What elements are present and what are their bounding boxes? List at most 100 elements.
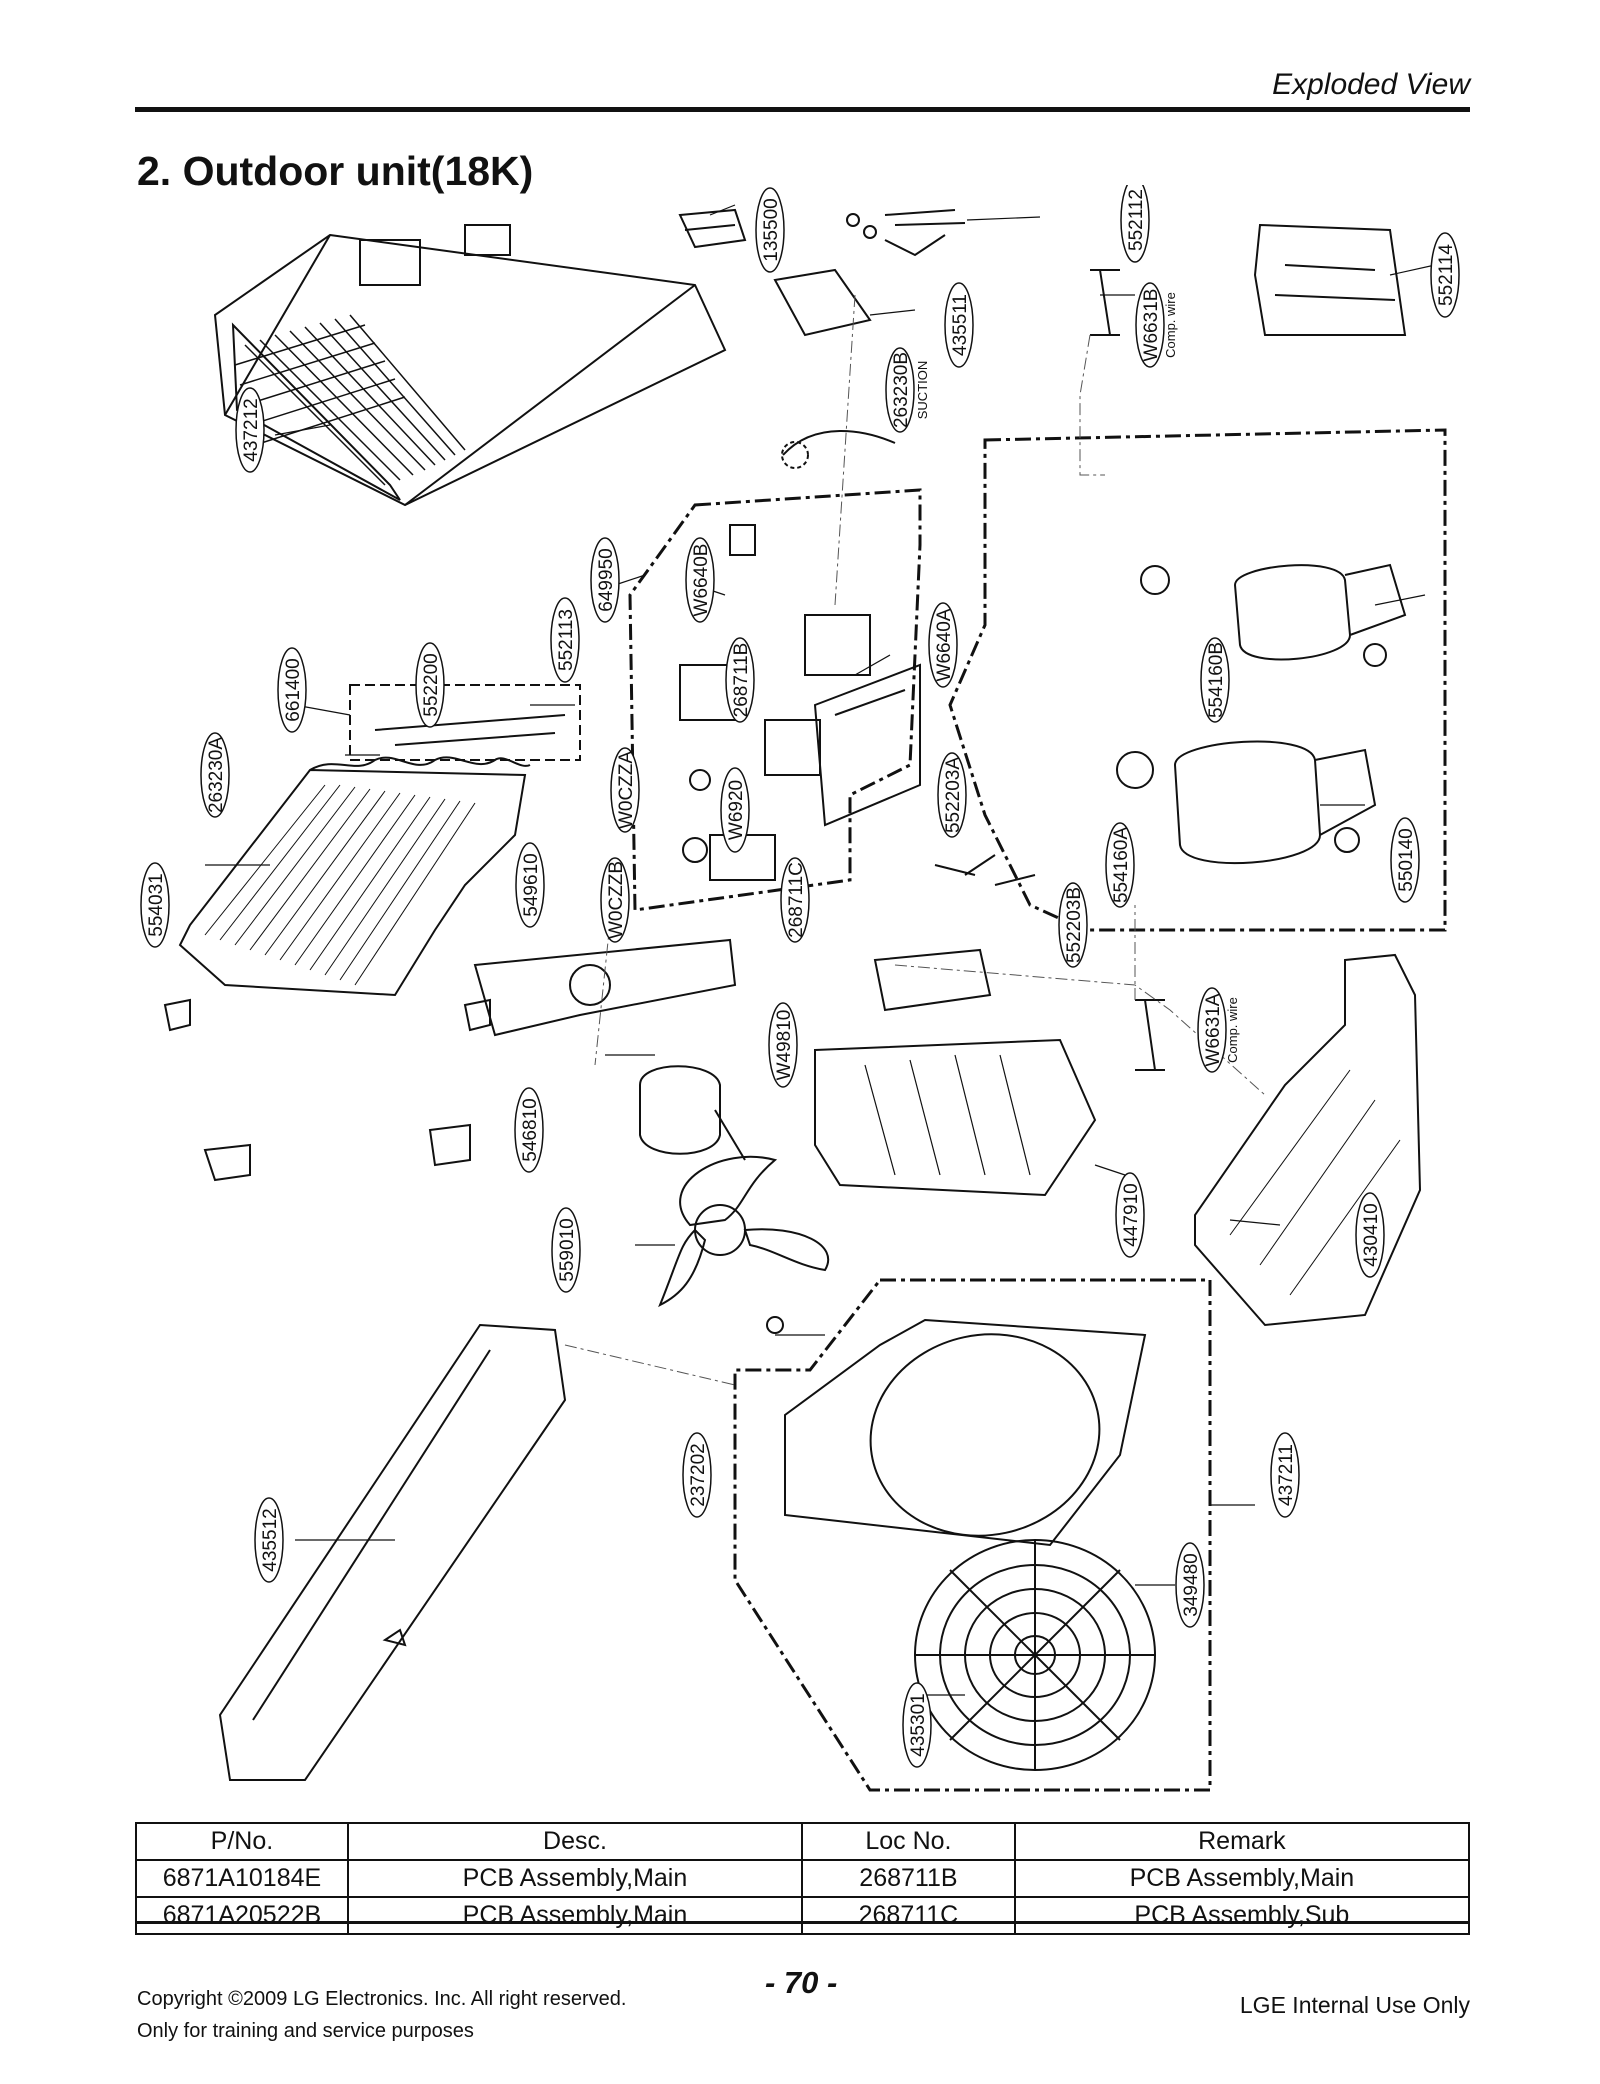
svg-text:W6631B: W6631B: [1141, 289, 1162, 362]
table-row: 6871A20522B PCB Assembly,Main 268711C PC…: [135, 1896, 1471, 1935]
valve-plate-drawing: [873, 948, 992, 1012]
svg-text:437211: 437211: [1276, 1444, 1297, 1506]
page-number: - 70 -: [765, 1965, 838, 2000]
fan-propeller-drawing: [658, 1155, 830, 1334]
col-header-pno: P/No.: [135, 1822, 349, 1861]
label-268711b: 268711B: [725, 637, 755, 723]
control-box-outline: [628, 488, 922, 912]
label-546810: 546810: [514, 1087, 544, 1173]
top-cover-grille: [234, 314, 466, 486]
label-549610: 549610: [515, 842, 545, 928]
col-header-desc: Desc.: [346, 1822, 804, 1861]
svg-text:552114: 552114: [1436, 244, 1457, 306]
cell-pno: 6871A10184E: [135, 1859, 349, 1898]
svg-text:268711B: 268711B: [731, 643, 752, 718]
front-panel-outline: [733, 1278, 1212, 1792]
label-649950: 649950: [590, 537, 620, 623]
svg-text:135500: 135500: [761, 198, 782, 261]
footer-left: Copyright ©2009 LG Electronics. Inc. All…: [137, 1983, 626, 2047]
label-349480: 349480: [1175, 1542, 1205, 1628]
svg-text:552113: 552113: [556, 609, 577, 671]
footer-rule: [135, 1921, 1470, 1924]
top-cover-drawing: [213, 224, 727, 507]
svg-text:W6640B: W6640B: [691, 544, 712, 617]
svg-text:554031: 554031: [146, 873, 167, 936]
svg-text:W6640A: W6640A: [934, 608, 955, 681]
front-panel-drawing: [784, 1318, 1147, 1547]
col-header-locno: Loc No.: [801, 1822, 1016, 1861]
control-box-drawing: [813, 663, 921, 827]
compressor-b-drawing: [1233, 563, 1407, 661]
service-valves-drawing: [934, 854, 1036, 886]
svg-text:430410: 430410: [1361, 1203, 1382, 1266]
exploded-view-diagram: 135500 552112 552114 435511 W6631B 26323…: [140, 185, 1460, 1792]
cell-remark: PCB Assembly,Sub: [1013, 1896, 1471, 1935]
svg-text:554160A: 554160A: [1111, 827, 1132, 903]
label-w0czza: W0CZZA: [610, 747, 640, 833]
svg-text:437212: 437212: [241, 398, 262, 461]
table-row: 6871A10184E PCB Assembly,Main 268711B PC…: [135, 1859, 1471, 1898]
label-554160b: 554160B: [1200, 637, 1230, 723]
svg-text:546810: 546810: [520, 1098, 541, 1161]
compressor-a-drawing: [1173, 740, 1377, 865]
barrier-drawing: [814, 1038, 1097, 1197]
cell-locno: 268711B: [801, 1859, 1016, 1898]
label-552112: 552112: [1120, 185, 1150, 263]
svg-text:W49810: W49810: [774, 1010, 795, 1081]
svg-text:550140: 550140: [1396, 828, 1417, 891]
copyright-text: Copyright ©2009 LG Electronics. Inc. All…: [137, 1988, 627, 2010]
label-435301: 435301: [902, 1682, 932, 1768]
comp-wire-b-annotation: Comp. wire: [1163, 292, 1178, 358]
base-pan-drawing: [1194, 953, 1422, 1327]
valve-assembly-drawing: [1253, 223, 1407, 336]
compressor-region-outline: [948, 428, 1447, 932]
label-263230a: 263230A: [200, 732, 230, 818]
side-panel-drawing: [218, 1323, 567, 1781]
svg-text:554160B: 554160B: [1206, 642, 1227, 718]
label-437212: 437212: [235, 387, 265, 473]
cell-remark: PCB Assembly,Main: [1013, 1859, 1471, 1898]
label-263230b: 263230B: [885, 347, 915, 433]
svg-text:447910: 447910: [1121, 1183, 1142, 1246]
label-w49810: W49810: [768, 1002, 798, 1088]
sensor-wire-drawing: [782, 430, 896, 456]
svg-text:559010: 559010: [557, 1218, 578, 1281]
label-430410: 430410: [1355, 1192, 1385, 1278]
label-552114: 552114: [1430, 232, 1460, 318]
label-552113: 552113: [550, 597, 580, 683]
cell-desc: PCB Assembly,Main: [346, 1896, 804, 1935]
label-552203a: 552203A: [937, 752, 967, 838]
label-w6640b: W6640B: [685, 537, 715, 623]
svg-text:435511: 435511: [950, 294, 971, 356]
fan-motor-drawing: [639, 1065, 746, 1161]
svg-text:268711C: 268711C: [786, 862, 807, 938]
motor-mount-drawing: [473, 938, 737, 1037]
svg-text:552112: 552112: [1126, 189, 1147, 251]
suction-annotation: SUCTION: [915, 361, 930, 420]
cell-desc: PCB Assembly,Main: [346, 1859, 804, 1898]
svg-text:549610: 549610: [521, 853, 542, 916]
label-661400: 661400: [277, 647, 307, 733]
page-title: 2. Outdoor unit(18K): [137, 148, 534, 194]
label-559010: 559010: [551, 1207, 581, 1293]
svg-text:552203B: 552203B: [1064, 887, 1085, 963]
cover-plate-drawing: [773, 268, 872, 337]
svg-text:552200: 552200: [421, 653, 442, 716]
cell-pno: 6871A20522B: [135, 1896, 349, 1935]
svg-text:237202: 237202: [688, 1443, 709, 1506]
svg-text:349480: 349480: [1181, 1553, 1202, 1616]
label-437211: 437211: [1270, 1432, 1300, 1518]
label-w6631a: W6631A: [1197, 987, 1227, 1073]
svg-text:435301: 435301: [908, 1693, 929, 1756]
svg-text:W6920: W6920: [726, 780, 747, 840]
header-rule: [135, 107, 1470, 112]
comp-wire-a-drawing: [1135, 999, 1165, 1071]
fan-grille-drawing: [914, 1539, 1156, 1771]
parts-table-header-row: P/No. Desc. Loc No. Remark: [135, 1822, 1471, 1861]
label-w0czzb: W0CZZB: [600, 857, 630, 943]
label-237202: 237202: [682, 1432, 712, 1518]
label-135500: 135500: [755, 187, 785, 273]
internal-use-text: LGE Internal Use Only: [1239, 1992, 1470, 2018]
label-447910: 447910: [1115, 1172, 1145, 1258]
svg-text:263230B: 263230B: [891, 352, 912, 428]
